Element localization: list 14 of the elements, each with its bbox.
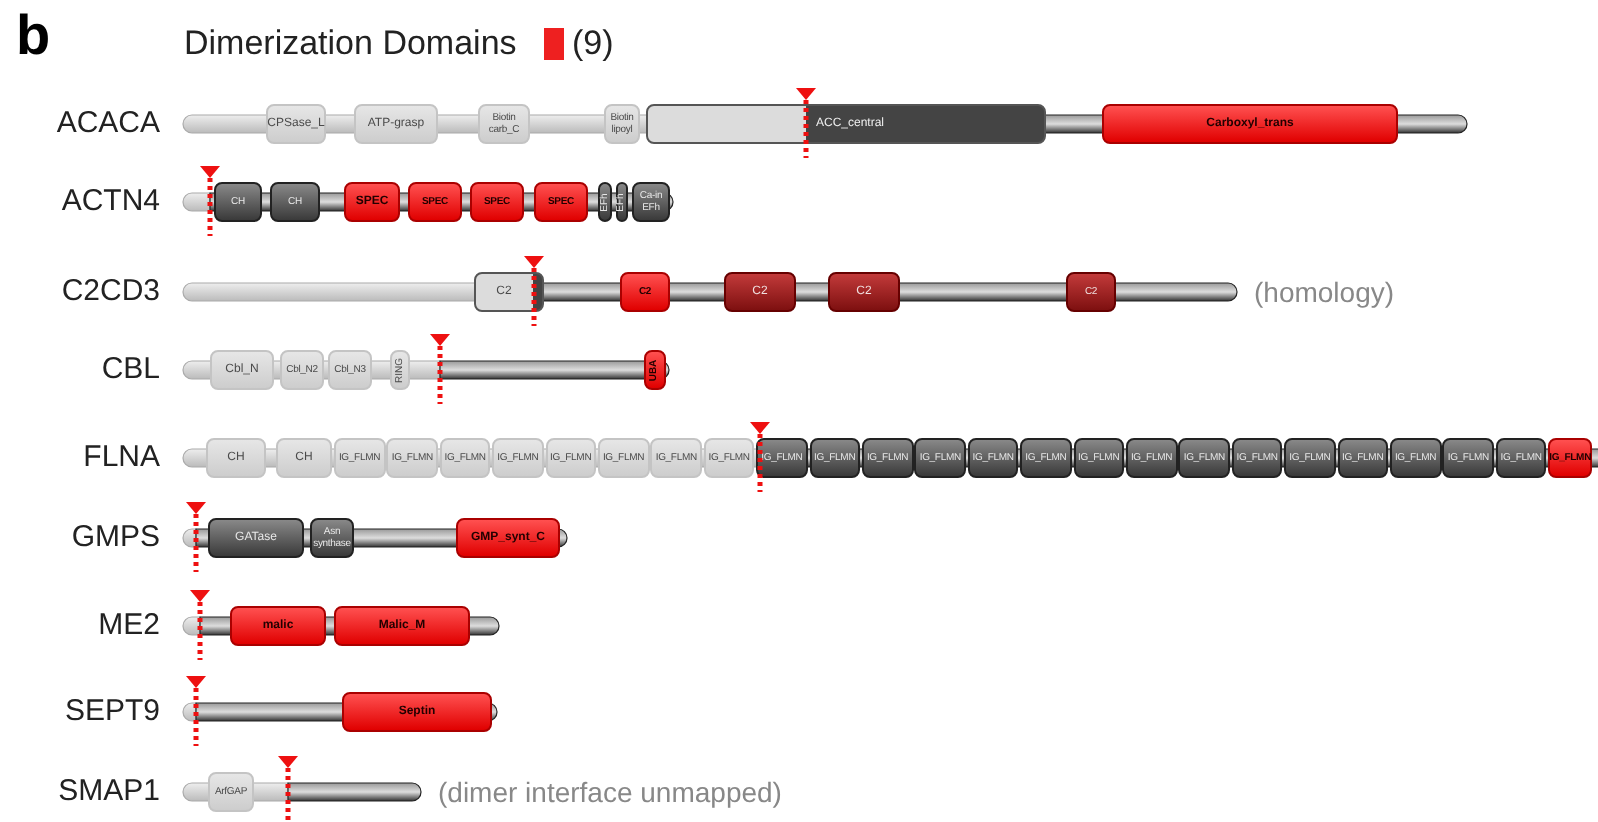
protein-name: ACTN4 bbox=[59, 184, 160, 220]
protein-name: FLNA bbox=[81, 440, 160, 476]
legend-label: Dimerization Domains bbox=[184, 24, 517, 64]
protein-name: C2CD3 bbox=[59, 274, 160, 310]
protein-name: SEPT9 bbox=[62, 694, 160, 730]
protein-name: ME2 bbox=[96, 608, 160, 644]
domain-count: (9) bbox=[572, 24, 614, 64]
panel-letter: b bbox=[16, 4, 51, 68]
annotation-note: (homology) bbox=[1254, 274, 1395, 310]
protein-name: GMPS bbox=[69, 520, 160, 556]
annotation-note: (dimer interface unmapped) bbox=[438, 774, 782, 810]
protein-name: CBL bbox=[99, 352, 160, 388]
protein-name: SMAP1 bbox=[56, 774, 160, 810]
protein-name: ACACA bbox=[54, 106, 160, 142]
